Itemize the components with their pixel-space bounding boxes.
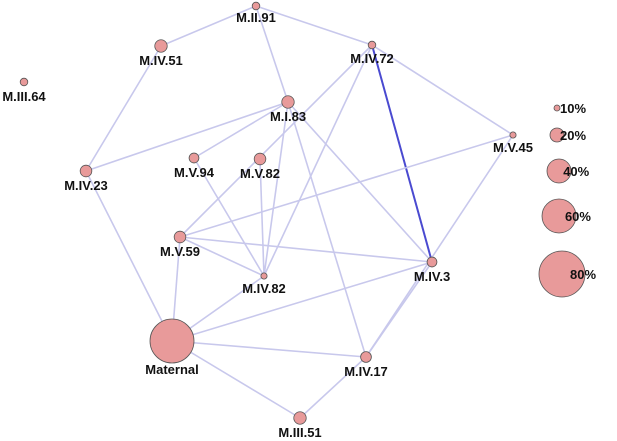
node-circle-m-v-82 — [253, 152, 267, 166]
edge-m-ii-91-to-m-i-83 — [255, 5, 289, 103]
node-maternal: Maternal — [145, 318, 199, 377]
node-label-m-v-59: M.V.59 — [160, 244, 200, 259]
node-label-maternal: Maternal — [145, 362, 198, 377]
node-m-iv-3: M.IV.3 — [414, 256, 450, 284]
edge-m-iv-72-to-m-iv-3 — [371, 44, 433, 263]
edge-m-iv-51-to-m-iv-23 — [85, 45, 162, 172]
edge-m-v-45-to-m-v-59 — [179, 134, 514, 238]
edge-m-iv-23-to-maternal — [85, 170, 173, 342]
edge-m-v-45-to-m-iv-17 — [365, 134, 514, 358]
node-circle-m-iv-17 — [360, 351, 372, 363]
edge-m-iv-3-to-m-iv-17 — [365, 261, 433, 358]
edge-m-iv-3-to-maternal — [171, 261, 433, 342]
edge-m-v-82-to-m-iv-82 — [259, 158, 265, 277]
size-legend: 10% 20% 40% 60% 80% — [538, 101, 597, 298]
node-circle-m-iv-23 — [79, 164, 93, 178]
node-m-iii-64: M.III.64 — [2, 77, 46, 104]
edge-m-ii-91-to-m-iv-51 — [160, 5, 257, 47]
node-m-iii-51: M.III.51 — [278, 411, 322, 440]
node-m-iv-82: M.IV.82 — [242, 272, 286, 296]
node-circle-m-v-94 — [188, 152, 200, 164]
node-circle-m-v-45 — [509, 131, 517, 139]
node-circle-m-ii-91 — [251, 1, 261, 11]
node-circle-m-v-59 — [173, 230, 187, 244]
node-label-m-v-45: M.V.45 — [493, 140, 533, 155]
node-circle-m-iv-82 — [260, 272, 268, 280]
legend-label-10: 10% — [560, 101, 586, 116]
legend-circle-10 — [553, 104, 561, 112]
edge-maternal-to-m-iii-51 — [171, 340, 301, 419]
node-label-m-iv-72: M.IV.72 — [350, 51, 394, 66]
edge-maternal-to-m-iv-17 — [171, 340, 367, 358]
node-m-v-82: M.V.82 — [240, 152, 280, 181]
edge-m-iv-17-to-m-iii-51 — [299, 356, 367, 419]
edge-m-v-94-to-m-iv-82 — [193, 157, 265, 277]
edge-m-iv-72-to-m-iv-82 — [263, 44, 373, 277]
node-circle-m-iv-51 — [154, 39, 168, 53]
node-label-m-iv-82: M.IV.82 — [242, 281, 286, 296]
node-circle-m-iv-72 — [367, 40, 377, 50]
node-circle-maternal — [149, 318, 195, 364]
node-m-v-94: M.V.94 — [174, 152, 215, 180]
legend-circle-80 — [538, 250, 586, 298]
legend-label-80: 80% — [570, 267, 596, 282]
node-label-m-i-83: M.I.83 — [270, 109, 306, 124]
node-label-m-iii-64: M.III.64 — [2, 89, 46, 104]
node-circle-m-iii-64 — [19, 77, 29, 87]
node-m-iv-72: M.IV.72 — [350, 40, 394, 66]
node-m-ii-91: M.II.91 — [236, 1, 276, 25]
node-label-m-iv-17: M.IV.17 — [344, 364, 388, 379]
edge-m-i-83-to-m-iv-17 — [287, 101, 367, 358]
node-label-m-iv-51: M.IV.51 — [139, 53, 183, 68]
edge-m-ii-91-to-m-iv-72 — [255, 5, 373, 46]
edge-m-i-83-to-m-iv-23 — [85, 101, 289, 172]
node-label-m-iii-51: M.III.51 — [278, 425, 321, 440]
node-circle-m-iii-51 — [293, 411, 307, 425]
node-label-m-iv-3: M.IV.3 — [414, 269, 450, 284]
legend-circle-40 — [546, 158, 572, 184]
nodes-layer: M.II.91M.IV.51 M.IV.72M.III.64M.I.83M.V.4… — [2, 1, 533, 440]
node-m-v-59: M.V.59 — [160, 230, 200, 259]
edge-m-i-83-to-m-v-94 — [193, 101, 289, 159]
node-label-m-v-82: M.V.82 — [240, 166, 280, 181]
legend-circle-60 — [541, 198, 577, 234]
node-circle-m-iv-3 — [426, 256, 438, 268]
edge-m-v-59-to-m-iv-82 — [179, 236, 265, 277]
node-m-iv-17: M.IV.17 — [344, 351, 388, 379]
node-m-i-83: M.I.83 — [270, 95, 306, 124]
legend-label-40: 40% — [563, 164, 589, 179]
edges-layer — [85, 5, 514, 419]
edge-m-iv-72-to-m-v-59 — [179, 44, 373, 238]
legend-circle-20 — [549, 127, 565, 143]
node-circle-m-i-83 — [281, 95, 295, 109]
edge-m-i-83-to-m-iv-82 — [263, 101, 289, 277]
node-m-v-45: M.V.45 — [493, 131, 533, 155]
legend-label-20: 20% — [560, 128, 586, 143]
legend-label-60: 60% — [565, 209, 591, 224]
node-m-iv-51: M.IV.51 — [139, 39, 183, 68]
edge-m-iv-72-to-m-v-45 — [371, 44, 514, 136]
edge-m-v-59-to-m-iv-3 — [179, 236, 433, 263]
node-label-m-v-94: M.V.94 — [174, 165, 215, 180]
node-m-iv-23: M.IV.23 — [64, 164, 108, 193]
node-label-m-iv-23: M.IV.23 — [64, 178, 108, 193]
node-label-m-ii-91: M.II.91 — [236, 10, 276, 25]
